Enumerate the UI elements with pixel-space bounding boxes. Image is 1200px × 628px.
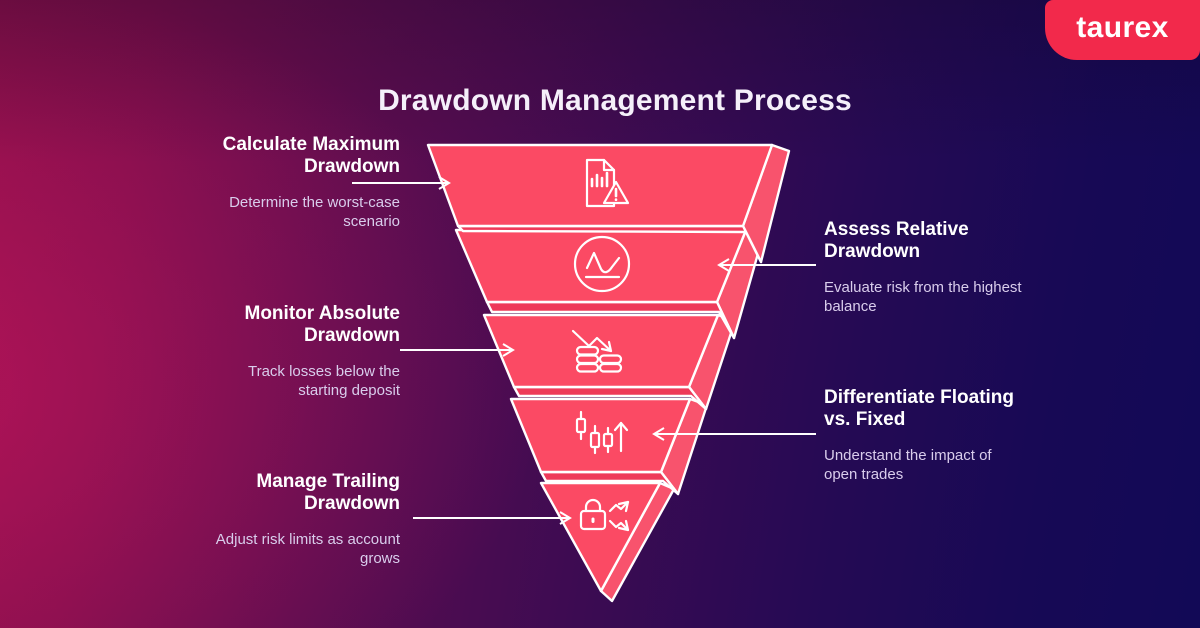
label-desc: Adjust risk limits as account grows (215, 531, 400, 567)
line-chart-circle-icon (573, 235, 631, 293)
label-monitor-absolute-drawdown: Monitor Absolute Drawdown Track losses b… (168, 303, 401, 400)
coins-loss-icon (571, 329, 623, 373)
label-title: Differentiate Floating vs. Fixed (824, 387, 1015, 430)
funnel-level-4 (509, 397, 709, 496)
label-desc: Evaluate risk from the highest balance (824, 279, 1022, 315)
funnel-level-1 (426, 143, 791, 264)
label-manage-trailing-drawdown: Manage Trailing Drawdown Adjust risk lim… (168, 471, 400, 568)
label-calculate-maximum-drawdown: Calculate Maximum Drawdown Determine the… (168, 134, 400, 231)
funnel-level-3 (482, 313, 737, 411)
connector-arrows (352, 176, 816, 525)
label-assess-relative-drawdown: Assess Relative Drawdown Evaluate risk f… (824, 219, 1034, 316)
label-desc: Track losses below the starting deposit (247, 363, 400, 399)
taurex-logo: taurex (1045, 0, 1200, 60)
candlestick-up-icon (575, 410, 629, 455)
taurex-logo-text: taurex (1076, 11, 1169, 44)
funnel-level-5 (539, 481, 676, 603)
funnel-level-2 (454, 228, 765, 340)
label-desc: Understand the impact of open trades (824, 447, 992, 483)
label-differentiate-floating-fixed: Differentiate Floating vs. Fixed Underst… (824, 387, 1034, 484)
lock-fluctuation-icon (579, 498, 630, 532)
label-desc: Determine the worst-case scenario (229, 194, 400, 230)
report-warning-icon (585, 158, 630, 208)
label-title: Calculate Maximum Drawdown (222, 134, 400, 177)
page-title: Drawdown Management Process (378, 84, 852, 118)
label-title: Manage Trailing Drawdown (256, 471, 400, 514)
label-title: Assess Relative Drawdown (824, 219, 969, 262)
label-title: Monitor Absolute Drawdown (244, 303, 401, 346)
